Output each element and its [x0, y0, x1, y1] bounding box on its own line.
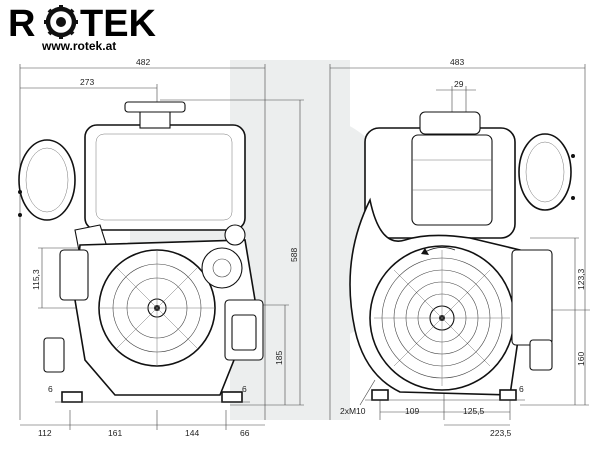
dim-side-base-mid: 125,5 — [463, 406, 485, 416]
dim-side-base-total: 223,5 — [490, 428, 512, 438]
dim-side-top-offset: 29 — [454, 79, 464, 89]
logo-text-tek: TEK — [80, 3, 157, 45]
dim-side-upper-height: 123,3 — [576, 268, 586, 290]
dim-front-total-height: 588 — [289, 248, 299, 262]
front-view: 482 273 588 185 115,3 6 6 112 161 144 66 — [18, 57, 304, 438]
side-view: 483 29 123,3 160 6 2xM10 109 125,5 223,5 — [329, 57, 590, 438]
dim-front-base-mid-left: 161 — [108, 428, 122, 438]
logo-text-r: R — [8, 3, 35, 45]
dim-front-base-right: 66 — [240, 428, 250, 438]
dim-front-base-left: 112 — [38, 428, 52, 438]
dim-side-foot: 6 — [519, 384, 524, 394]
logo-url: www.rotek.at — [41, 39, 116, 53]
rotek-logo: R TEK www.rotek.at — [8, 3, 157, 53]
dim-side-total-width: 483 — [450, 57, 464, 67]
dim-front-shaft-mount: 115,3 — [31, 269, 41, 290]
front-fuel-cap — [139, 109, 171, 129]
front-fuel-tank — [84, 124, 246, 231]
front-air-filter-left — [18, 139, 76, 221]
dim-side-lower-height: 160 — [576, 352, 586, 366]
dim-front-foot-left: 6 — [48, 384, 53, 394]
dim-front-base-mid-right: 144 — [185, 428, 199, 438]
dim-front-foot-right: 6 — [242, 384, 247, 394]
side-air-filter — [518, 133, 572, 211]
dim-front-foot-height: 185 — [274, 351, 284, 365]
dim-side-thread: 2xM10 — [340, 406, 366, 416]
dim-front-left-axis: 273 — [80, 77, 94, 87]
gear-o-icon — [44, 5, 78, 39]
dim-side-base-left: 109 — [405, 406, 419, 416]
dim-front-total-width: 482 — [136, 57, 150, 67]
